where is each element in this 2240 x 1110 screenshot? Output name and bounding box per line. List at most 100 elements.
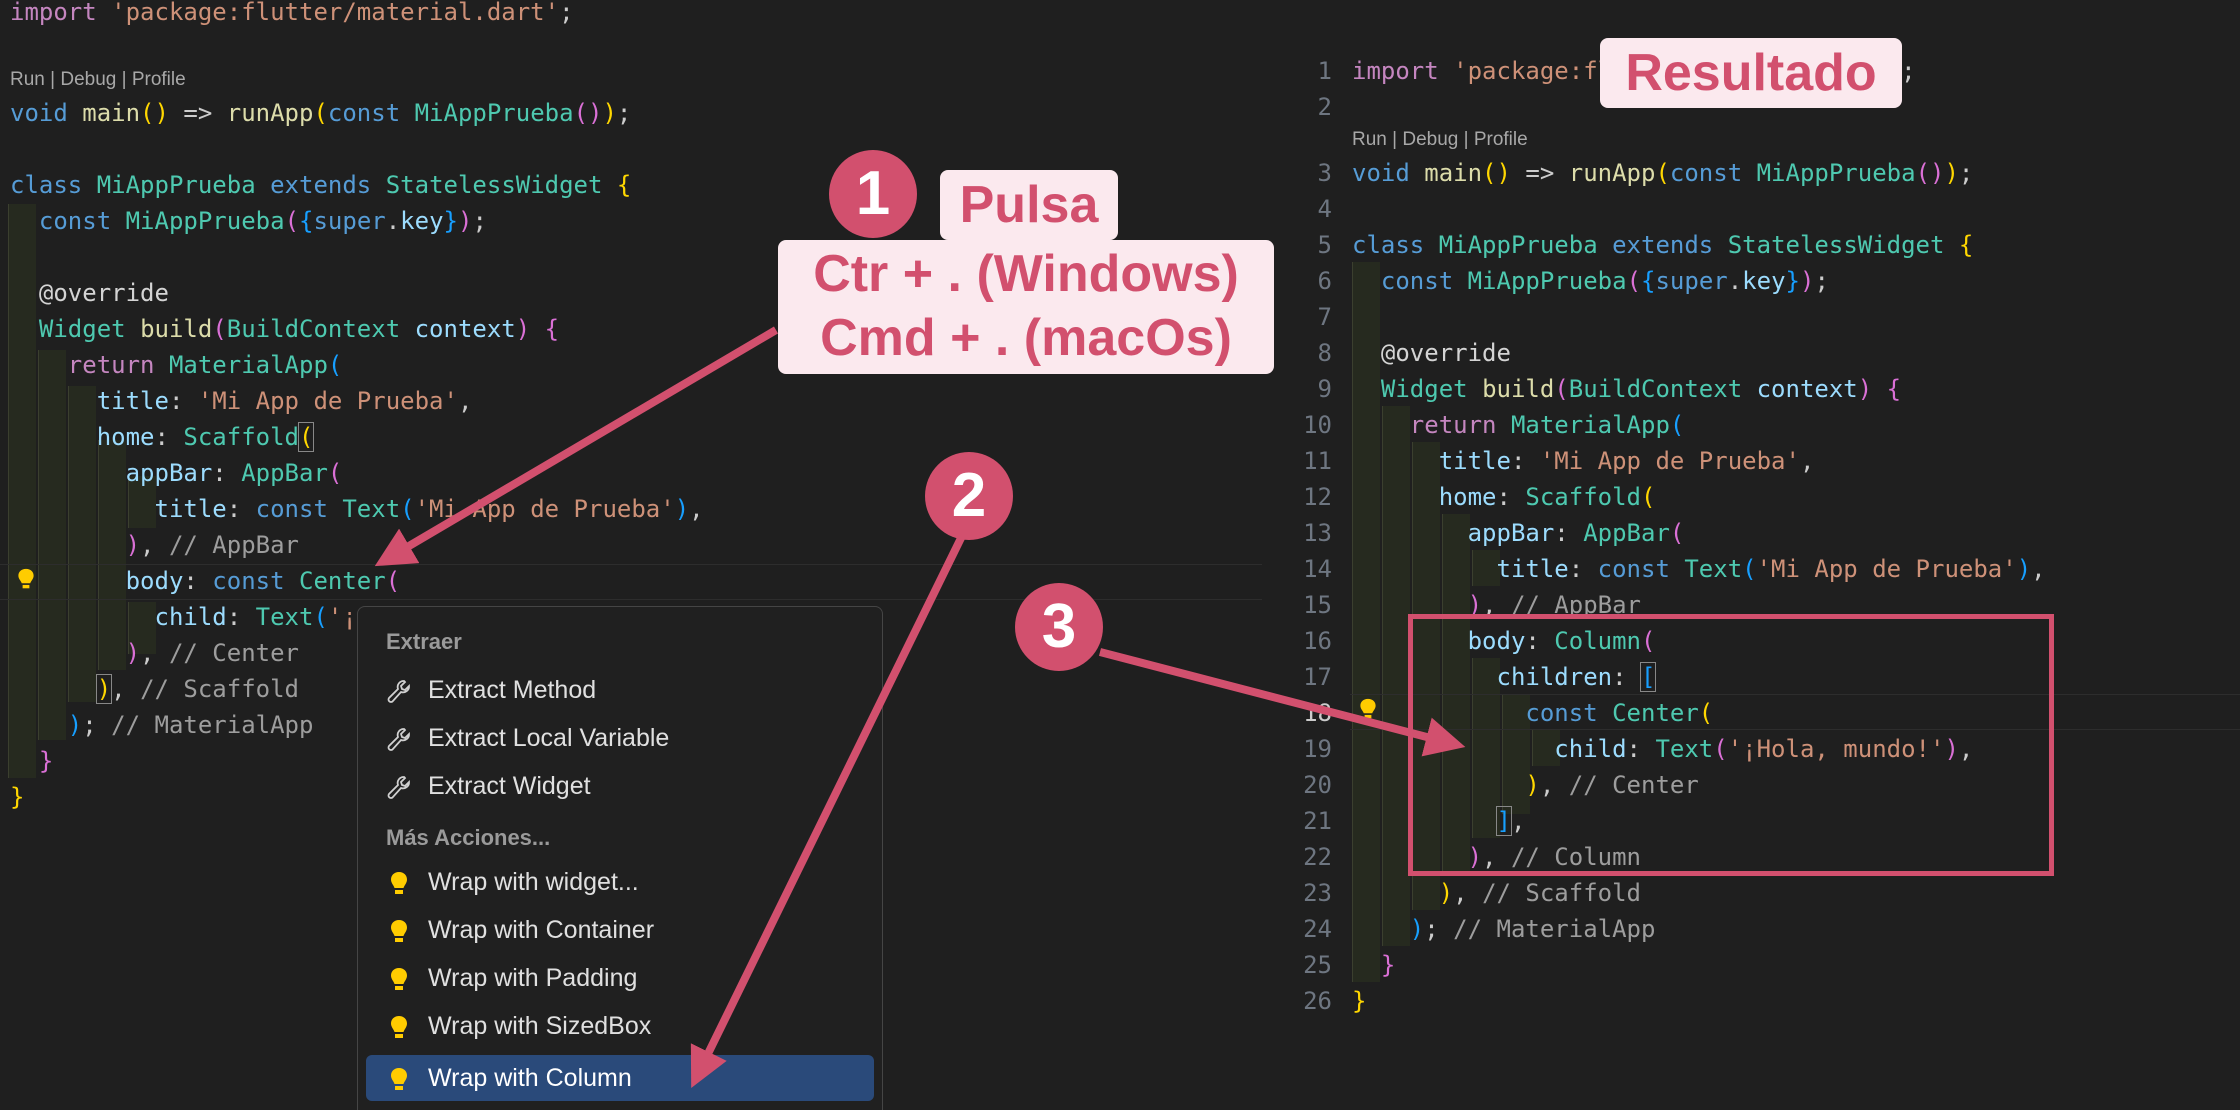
menu-item-extract-local-variable[interactable]: Extract Local Variable [366,715,874,761]
menu-item-wrap-with-container[interactable]: Wrap with Container [366,907,874,953]
code-line[interactable]: const Center( [1525,699,1714,727]
code-line[interactable]: Widget build(BuildContext context) { [1380,375,1902,403]
line-number: 17 [1303,663,1332,691]
indent-guide [1502,694,1530,814]
code-line[interactable]: appBar: AppBar( [1467,519,1685,547]
step-3-badge: 3 [1015,583,1103,671]
code-line[interactable]: children: [ [1496,662,1657,692]
line-number: 20 [1303,771,1332,799]
current-line-highlight [1350,694,2240,730]
shortcut-macos: Cmd + . (macOs) [820,309,1232,367]
codelens-run-debug-profile[interactable]: Run | Debug | Profile [10,69,186,90]
code-line[interactable]: void main() => runApp(const MiAppPrueba(… [10,99,632,127]
code-line[interactable]: title: 'Mi App de Prueba', [1438,447,1815,475]
code-line[interactable]: title: const Text('Mi App de Prueba'), [1496,555,2046,583]
code-line[interactable]: ), // Column [1467,843,1641,871]
code-line[interactable]: child: Text('¡ [154,603,357,631]
step-2-badge: 2 [925,452,1013,540]
code-line[interactable]: child: Text('¡Hola, mundo!'), [1554,735,1974,763]
code-line[interactable]: const MiAppPrueba({super.key}); [38,207,487,235]
line-number: 12 [1303,483,1332,511]
indent-guide [1472,658,1500,838]
lightbulb-icon [391,968,407,990]
code-line[interactable]: class MiAppPrueba extends StatelessWidge… [10,171,632,199]
code-line[interactable]: body: const Center( [125,567,401,595]
wrench-icon [387,728,410,751]
indent-guide [8,204,36,778]
code-line[interactable]: ), // Center [125,639,299,667]
indent-guide [1352,262,1380,982]
code-line[interactable]: } [10,783,25,811]
code-line[interactable]: import 'package:flutter/material.dart'; [10,0,574,26]
code-line[interactable]: const MiAppPrueba({super.key}); [1380,267,1829,295]
line-number: 23 [1303,879,1332,907]
code-line[interactable]: class MiAppPrueba extends StatelessWidge… [1352,231,1974,259]
code-line[interactable]: } [1380,951,1396,979]
code-line[interactable]: ); // MaterialApp [67,711,314,739]
menu-item-wrap-with-padding[interactable]: Wrap with Padding [366,955,874,1001]
line-number: 18 [1303,699,1332,727]
menu-section-extraer: Extraer [386,629,462,654]
line-number: 9 [1317,375,1332,403]
code-line[interactable]: home: Scaffold( [1438,483,1656,511]
code-line[interactable]: ], [1495,806,1526,836]
code-line[interactable]: ), // AppBar [125,531,299,559]
quick-fix-context-menu[interactable]: Extraer Extract Method Extract Local Var… [357,606,883,1110]
code-line[interactable]: } [38,747,54,775]
indent-guide [68,386,96,702]
line-number: 10 [1303,411,1332,439]
code-line[interactable]: return MaterialApp( [67,351,343,379]
code-line[interactable]: title: 'Mi App de Prueba', [96,387,473,415]
menu-item-wrap-with-widget[interactable]: Wrap with widget... [366,859,874,905]
lightbulb-icon[interactable] [15,568,37,590]
menu-item-extract-method[interactable]: Extract Method [366,667,874,713]
result-highlight-box [1408,614,2054,876]
lightbulb-icon[interactable] [1357,698,1379,720]
step-1-label-pulsa: Pulsa [940,170,1118,240]
line-number: 19 [1303,735,1332,763]
indent-guide [98,440,126,670]
code-line[interactable]: ), // Scaffold [1438,879,1642,907]
code-line[interactable]: @override [38,279,169,307]
line-number: 15 [1303,591,1332,619]
codelens-run-debug-profile[interactable]: Run | Debug | Profile [1352,129,1528,150]
shortcut-windows: Ctr + . (Windows) [813,245,1239,303]
step-1-shortcut-label: Ctr + . (Windows) Cmd + . (macOs) [778,240,1274,374]
code-line[interactable]: ); // MaterialApp [1409,915,1656,943]
menu-item-label: Extract Widget [428,772,591,800]
code-line[interactable]: return MaterialApp( [1409,411,1685,439]
menu-item-wrap-with-column[interactable]: Wrap with Column [366,1055,874,1101]
menu-item-label: Wrap with Padding [428,964,638,992]
code-line[interactable]: title: const Text('Mi App de Prueba'), [154,495,704,523]
line-number: 22 [1303,843,1332,871]
line-number: 7 [1317,303,1332,331]
lightbulb-icon [391,872,407,894]
code-line[interactable]: ), // Center [1525,771,1699,799]
indent-guide [128,602,156,654]
code-line[interactable]: home: Scaffold( [96,422,315,452]
code-line[interactable]: } [1352,987,1367,1015]
line-number: 8 [1317,339,1332,367]
code-line[interactable]: appBar: AppBar( [125,459,343,487]
wrench-icon [387,776,410,799]
code-line[interactable]: Widget build(BuildContext context) { [38,315,560,343]
menu-item-extract-widget[interactable]: Extract Widget [366,763,874,809]
indent-guide [1472,550,1500,586]
code-line[interactable]: ), // Scaffold [95,674,300,704]
line-number: 5 [1317,231,1332,259]
menu-item-label: Wrap with SizedBox [428,1012,652,1040]
lightbulb-icon [391,1016,407,1038]
line-number: 14 [1303,555,1332,583]
code-line[interactable]: @override [1380,339,1511,367]
menu-item-wrap-with-sizedbox[interactable]: Wrap with SizedBox [366,1003,874,1049]
line-number: 21 [1303,807,1332,835]
line-number: 26 [1303,987,1332,1015]
code-line[interactable]: void main() => runApp(const MiAppPrueba(… [1352,159,1974,187]
indent-guide [128,476,156,528]
indent-guide [38,350,66,740]
lightbulb-icon [391,920,407,942]
code-line[interactable]: body: Column( [1467,627,1656,655]
menu-item-label: Wrap with Container [428,916,655,944]
line-number: 2 [1317,93,1332,121]
